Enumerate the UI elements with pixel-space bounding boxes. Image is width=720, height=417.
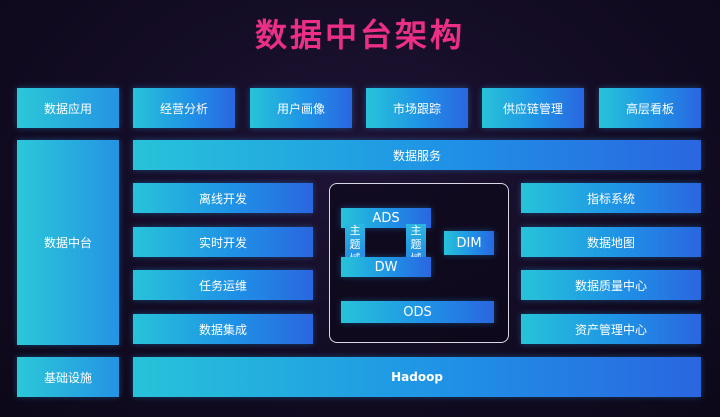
right-label: 数据质量中心 bbox=[574, 278, 647, 293]
app-box-supply-chain: 供应链管理 bbox=[482, 88, 584, 128]
layer-label-text: 数据应用 bbox=[43, 101, 92, 116]
hadoop-bar: Hadoop bbox=[133, 357, 701, 397]
subject-char: 题 bbox=[410, 238, 422, 251]
ods-layer: ODS bbox=[341, 301, 494, 323]
right-label: 指标系统 bbox=[586, 191, 635, 206]
dev-label: 任务运维 bbox=[198, 278, 247, 293]
dw-layer: DW bbox=[341, 257, 431, 277]
hadoop-label: Hadoop bbox=[391, 370, 443, 384]
page-title: 数据中台架构 bbox=[254, 16, 465, 54]
app-label: 高层看板 bbox=[625, 101, 674, 116]
data-service-label: 数据服务 bbox=[392, 148, 441, 163]
dev-label: 数据集成 bbox=[198, 322, 247, 337]
dev-label: 实时开发 bbox=[198, 235, 247, 250]
dw-label: DW bbox=[374, 259, 398, 275]
dim-label: DIM bbox=[456, 235, 482, 251]
subject-char: 主 bbox=[349, 224, 361, 237]
dev-box-offline: 离线开发 bbox=[133, 183, 313, 213]
app-box-user-profile: 用户画像 bbox=[250, 88, 352, 128]
ads-layer: ADS bbox=[341, 208, 431, 228]
dev-box-task-ops: 任务运维 bbox=[133, 270, 313, 300]
app-label: 市场跟踪 bbox=[392, 101, 441, 116]
dim-layer: DIM bbox=[444, 231, 494, 255]
dev-label: 离线开发 bbox=[198, 191, 247, 206]
ods-label: ODS bbox=[403, 304, 432, 320]
ads-label: ADS bbox=[372, 210, 400, 226]
right-box-asset-management: 资产管理中心 bbox=[521, 314, 701, 344]
subject-char: 题 bbox=[349, 238, 361, 251]
layer-label-text: 基础设施 bbox=[43, 370, 92, 385]
layer-label-infrastructure: 基础设施 bbox=[17, 357, 119, 397]
app-label: 供应链管理 bbox=[502, 101, 563, 116]
data-service-bar: 数据服务 bbox=[133, 140, 701, 170]
subject-char: 主 bbox=[410, 224, 422, 237]
app-box-business-analysis: 经营分析 bbox=[133, 88, 235, 128]
right-box-metrics-system: 指标系统 bbox=[521, 183, 701, 213]
right-label: 数据地图 bbox=[586, 235, 635, 250]
layer-label-data-application: 数据应用 bbox=[17, 88, 119, 128]
layer-label-text: 数据中台 bbox=[43, 236, 92, 250]
app-label: 用户画像 bbox=[276, 101, 325, 116]
app-box-executive-dashboard: 高层看板 bbox=[599, 88, 701, 128]
layer-label-data-middle-platform: 数据中台 bbox=[17, 140, 119, 345]
right-label: 资产管理中心 bbox=[574, 322, 647, 337]
right-box-data-map: 数据地图 bbox=[521, 227, 701, 257]
app-label: 经营分析 bbox=[159, 101, 208, 116]
dev-box-realtime: 实时开发 bbox=[133, 227, 313, 257]
app-box-market-tracking: 市场跟踪 bbox=[366, 88, 468, 128]
dev-box-data-integration: 数据集成 bbox=[133, 314, 313, 344]
right-box-data-quality: 数据质量中心 bbox=[521, 270, 701, 300]
